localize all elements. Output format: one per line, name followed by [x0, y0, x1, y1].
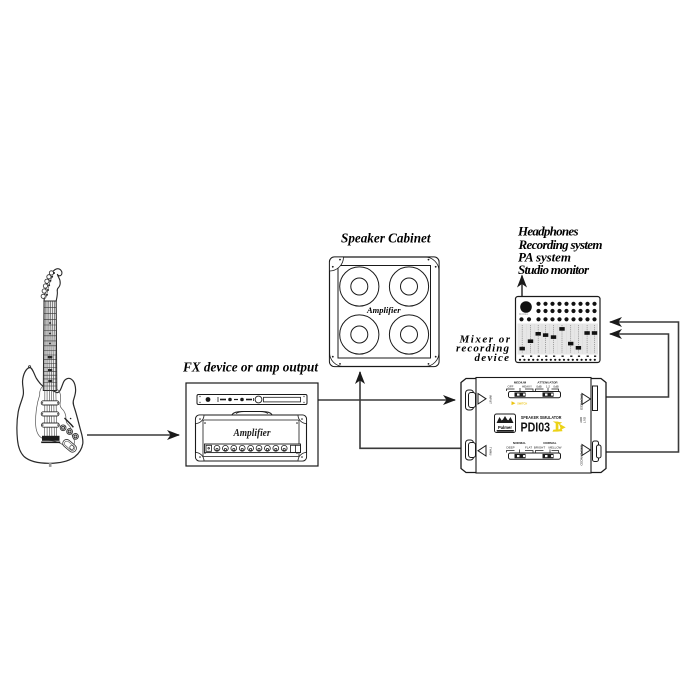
svg-text:OFF: OFF	[508, 385, 514, 389]
svg-text:Amplifier: Amplifier	[366, 305, 401, 315]
svg-text:1:2: 1:2	[546, 385, 551, 389]
svg-text:MEDIUM: MEDIUM	[514, 381, 527, 385]
svg-text:Studio monitor: Studio monitor	[518, 262, 590, 277]
svg-text:NORMAL: NORMAL	[513, 441, 526, 445]
svg-text:DRY: DRY	[579, 417, 583, 423]
svg-text:Speaker Cabinet: Speaker Cabinet	[341, 232, 432, 247]
svg-text:PA system: PA system	[518, 249, 571, 264]
svg-text:THRU: THRU	[489, 447, 493, 455]
svg-text:MELLOW: MELLOW	[548, 446, 561, 450]
svg-text:FX device or amp output: FX device or amp output	[182, 361, 319, 376]
svg-text:Recording system: Recording system	[518, 237, 603, 252]
svg-text:device: device	[475, 352, 510, 364]
svg-text:NORMAL: NORMAL	[543, 441, 556, 445]
svg-text:0dB: 0dB	[553, 385, 558, 389]
svg-text:FLAT: FLAT	[525, 446, 532, 450]
svg-text:BRIGHT: BRIGHT	[534, 446, 546, 450]
svg-text:BALANCED: BALANCED	[580, 394, 584, 411]
svg-text:INPUT: INPUT	[489, 395, 493, 404]
svg-text:HEAVY: HEAVY	[522, 385, 532, 389]
svg-text:SWITCH: SWITCH	[517, 401, 527, 405]
svg-text:recording: recording	[456, 343, 510, 355]
svg-text:MODEL: MODEL	[519, 312, 529, 316]
svg-text:0dB: 0dB	[536, 385, 541, 389]
svg-text:Amplifier: Amplifier	[233, 427, 271, 439]
svg-text:PDI03: PDI03	[521, 420, 551, 434]
svg-text:Palmer: Palmer	[498, 425, 512, 430]
svg-text:DEEP: DEEP	[506, 446, 514, 450]
svg-text:UNBALANCED: UNBALANCED	[580, 445, 584, 466]
svg-text:ATTENUATOR: ATTENUATOR	[537, 381, 558, 385]
svg-text:Headphones: Headphones	[517, 224, 579, 239]
svg-text:OUT: OUT	[583, 417, 587, 423]
svg-text:SPEAKER SIMULATOR: SPEAKER SIMULATOR	[521, 415, 562, 420]
